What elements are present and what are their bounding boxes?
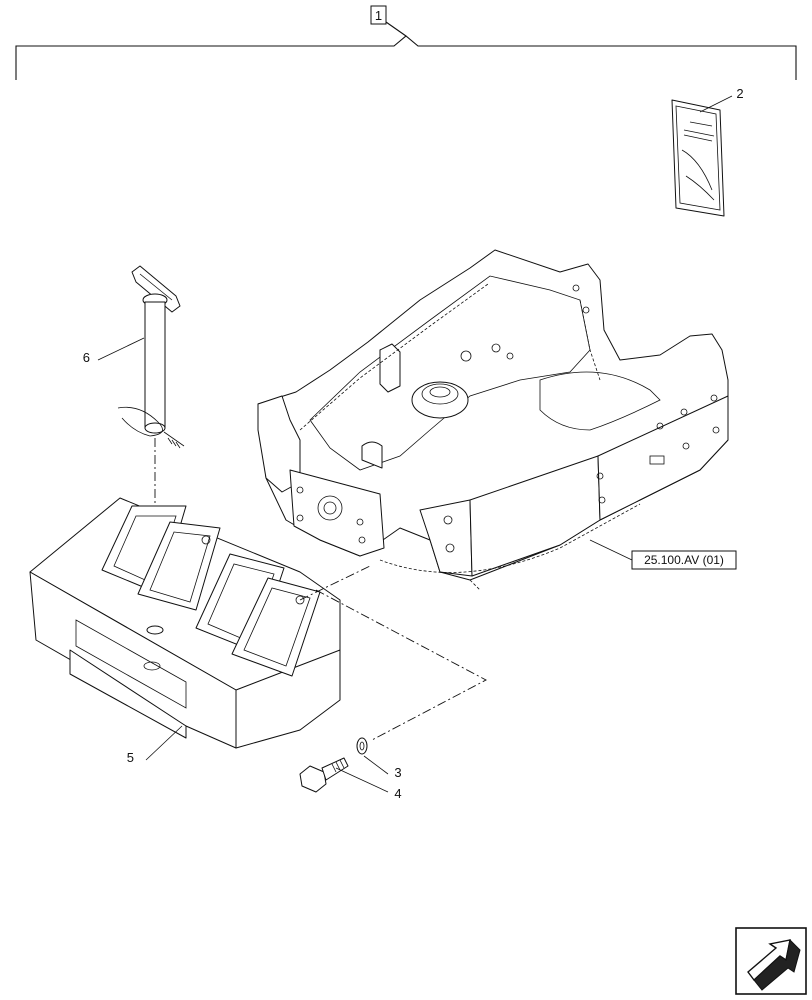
reference-link[interactable]: 25.100.AV (01) (631, 550, 737, 570)
assembly-bracket: 1 (15, 5, 797, 80)
counterweight: 5 (29, 497, 341, 765)
callout-6: 6 (83, 350, 90, 365)
callout-5: 5 (127, 750, 134, 765)
hitch-pin: 6 (83, 265, 185, 449)
frame-axis-line (299, 565, 371, 601)
callout-4: 3 (394, 765, 401, 780)
front-support-frame (257, 249, 729, 591)
callout-1: 1 (375, 8, 382, 23)
reference-label[interactable]: 25.100.AV (01) (644, 553, 724, 567)
operator-manual: 2 (671, 86, 744, 217)
bolt-axis-line (315, 589, 487, 741)
next-page-arrow-icon[interactable] (735, 927, 807, 995)
callout-2: 2 (736, 86, 743, 101)
bolt: 4 (299, 757, 402, 801)
callout-3: 4 (394, 786, 401, 801)
washer: 3 (356, 737, 402, 780)
